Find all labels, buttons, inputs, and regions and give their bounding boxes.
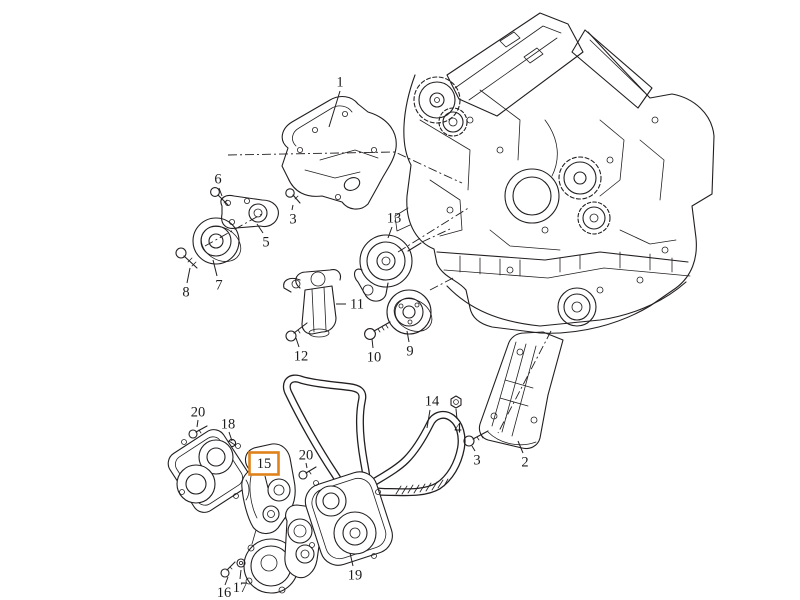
highlight-box: [248, 451, 280, 476]
svg-text:1: 1: [336, 75, 343, 91]
svg-text:6: 6: [214, 172, 221, 188]
part-19-timing-cover-right[interactable]: [301, 467, 397, 570]
svg-text:11: 11: [350, 297, 364, 313]
svg-text:4: 4: [454, 421, 462, 437]
callout-13[interactable]: 13: [387, 211, 402, 227]
svg-text:20: 20: [299, 448, 314, 464]
part-1-bracket[interactable]: [281, 95, 397, 210]
callout-14[interactable]: 14: [425, 394, 440, 410]
callout-5[interactable]: 5: [262, 235, 269, 251]
callout-20-right[interactable]: 20: [299, 448, 314, 464]
svg-text:14: 14: [425, 394, 440, 410]
callout-leader-lines: [186, 90, 524, 586]
part-9-roller[interactable]: [386, 289, 438, 338]
part-8-bolt[interactable]: [175, 247, 198, 269]
svg-text:17: 17: [233, 580, 248, 596]
svg-text:16: 16: [217, 585, 232, 600]
part-20-bolt-left[interactable]: [188, 425, 208, 439]
callout-12[interactable]: 12: [294, 349, 309, 365]
svg-text:3: 3: [289, 212, 296, 228]
callout-20-left[interactable]: 20: [191, 405, 206, 421]
callout-9[interactable]: 9: [406, 344, 413, 360]
callout-3-lower[interactable]: 3: [473, 453, 480, 469]
callout-2[interactable]: 2: [521, 455, 528, 471]
part-7-roller[interactable]: [192, 217, 247, 269]
callout-4[interactable]: 4: [454, 421, 462, 437]
part-12-bolt[interactable]: [285, 322, 308, 342]
svg-text:19: 19: [348, 568, 363, 584]
part-3-bolt-upper[interactable]: [285, 188, 301, 204]
svg-text:5: 5: [262, 235, 269, 251]
engine-assembly: [394, 12, 715, 334]
callouts: 1 6 3 5 7 8 13 11 12 10 9 14 4 3 2 20 18…: [182, 75, 528, 600]
part-14-timing-belt[interactable]: [282, 374, 466, 502]
callout-11[interactable]: 11: [350, 297, 364, 313]
assembly-axis-lines: [204, 151, 552, 434]
callout-15-selected[interactable]: 15: [248, 451, 280, 476]
svg-text:9: 9: [406, 344, 413, 360]
svg-text:13: 13: [387, 211, 402, 227]
callout-7[interactable]: 7: [215, 278, 222, 294]
callout-18[interactable]: 18: [221, 417, 236, 433]
callout-17[interactable]: 17: [233, 580, 248, 596]
svg-text:15: 15: [257, 456, 272, 472]
callout-8[interactable]: 8: [182, 285, 189, 301]
callout-10[interactable]: 10: [367, 350, 382, 366]
callout-6[interactable]: 6: [214, 172, 221, 188]
svg-text:18: 18: [221, 417, 236, 433]
part-2-bracket[interactable]: [478, 331, 564, 450]
part-4-nut[interactable]: [450, 395, 462, 409]
callout-3-upper[interactable]: 3: [289, 212, 296, 228]
svg-text:7: 7: [215, 278, 222, 294]
svg-text:3: 3: [473, 453, 480, 469]
svg-text:20: 20: [191, 405, 206, 421]
part-20-bolt-right[interactable]: [298, 466, 317, 480]
timing-cover-left[interactable]: [164, 425, 255, 517]
callout-19[interactable]: 19: [348, 568, 363, 584]
svg-text:2: 2: [521, 455, 528, 471]
svg-text:8: 8: [182, 285, 189, 301]
part-3-bolt-lower[interactable]: [463, 430, 489, 447]
svg-text:12: 12: [294, 349, 309, 365]
part-5-bracket[interactable]: [220, 194, 279, 229]
part-17-washer[interactable]: [236, 558, 246, 568]
part-16-bolt[interactable]: [220, 561, 236, 578]
part-10-bolt[interactable]: [364, 321, 391, 340]
part-13-tensioner-pulley[interactable]: [353, 234, 422, 302]
callout-16[interactable]: 16: [217, 585, 232, 600]
svg-text:10: 10: [367, 350, 382, 366]
callout-1[interactable]: 1: [336, 75, 343, 91]
part-11-tensioner-body[interactable]: [283, 269, 342, 338]
